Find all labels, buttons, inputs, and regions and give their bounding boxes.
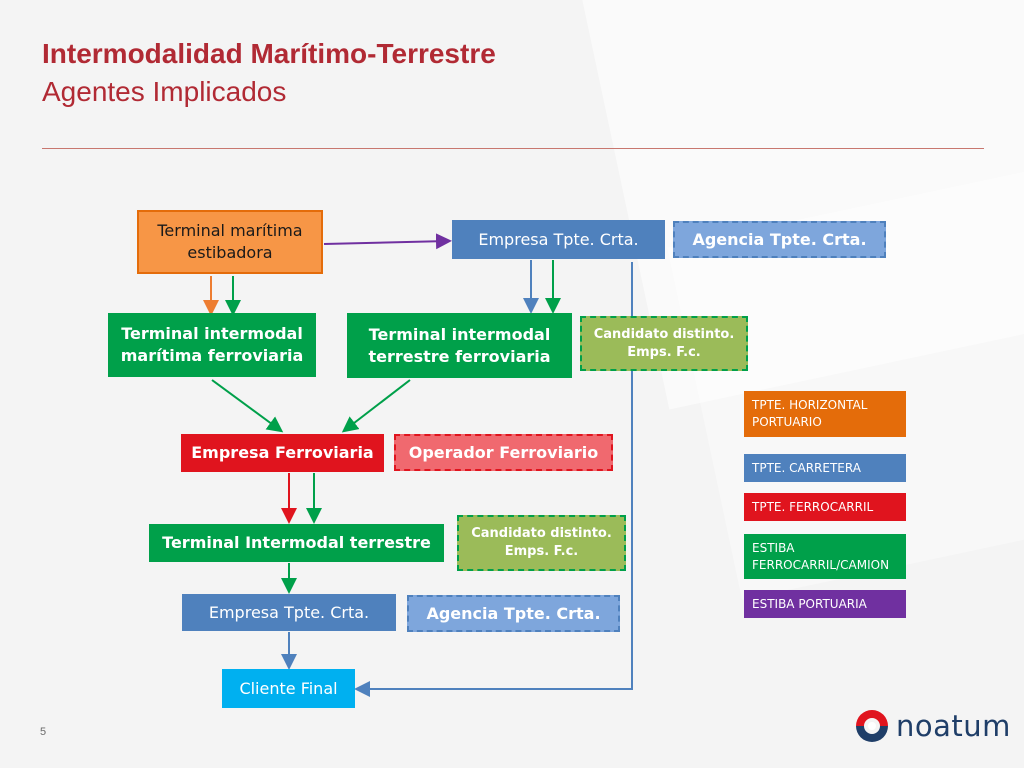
title-divider xyxy=(42,148,984,149)
arrow-blue-long xyxy=(354,262,633,697)
node-candidato-distinto-bottom: Candidato distinto. Emps. F.c. xyxy=(457,515,626,571)
noatum-logo: noatum xyxy=(854,708,1011,744)
legend-tpte-horizontal-portuario: TPTE. HORIZONTAL PORTUARIO xyxy=(744,391,906,437)
legend-estiba-portuaria: ESTIBA PORTUARIA xyxy=(744,590,906,618)
page-number: 5 xyxy=(40,726,47,738)
legend-tpte-ferrocarril: TPTE. FERROCARRIL xyxy=(744,493,906,521)
slide-subtitle: Agentes Implicados xyxy=(42,76,287,107)
node-empresa-tpte-crta-top: Empresa Tpte. Crta. xyxy=(452,220,665,259)
node-terminal-intermodal-maritima-ferroviaria: Terminal intermodal marítima ferroviaria xyxy=(108,313,316,377)
legend-tpte-carretera: TPTE. CARRETERA xyxy=(744,454,906,482)
slide-title: Intermodalidad Marítimo-Terrestre xyxy=(42,38,496,69)
node-terminal-maritima-estibadora: Terminal marítima estibadora xyxy=(137,210,323,274)
logo-text: noatum xyxy=(896,709,1011,743)
noatum-logo-icon xyxy=(856,710,888,742)
node-agencia-tpte-crta-bottom: Agencia Tpte. Crta. xyxy=(407,595,620,632)
node-terminal-intermodal-terrestre-ferroviaria: Terminal intermodal terrestre ferroviari… xyxy=(347,313,572,378)
node-operador-ferroviario: Operador Ferroviario xyxy=(394,434,613,471)
node-agencia-tpte-crta-top: Agencia Tpte. Crta. xyxy=(673,221,886,258)
legend-estiba-ferrocarril-camion: ESTIBA FERROCARRIL/CAMION xyxy=(744,534,906,579)
arrow-green xyxy=(211,379,284,433)
node-candidato-distinto-top: Candidato distinto. Emps. F.c. xyxy=(580,316,748,371)
node-terminal-intermodal-terrestre: Terminal Intermodal terrestre xyxy=(149,524,444,562)
arrow-green xyxy=(341,379,411,433)
node-empresa-tpte-crta-bottom: Empresa Tpte. Crta. xyxy=(182,594,396,631)
node-cliente-final: Cliente Final xyxy=(222,669,355,708)
node-empresa-ferroviaria: Empresa Ferroviaria xyxy=(181,434,384,472)
arrow-purple xyxy=(323,233,452,250)
